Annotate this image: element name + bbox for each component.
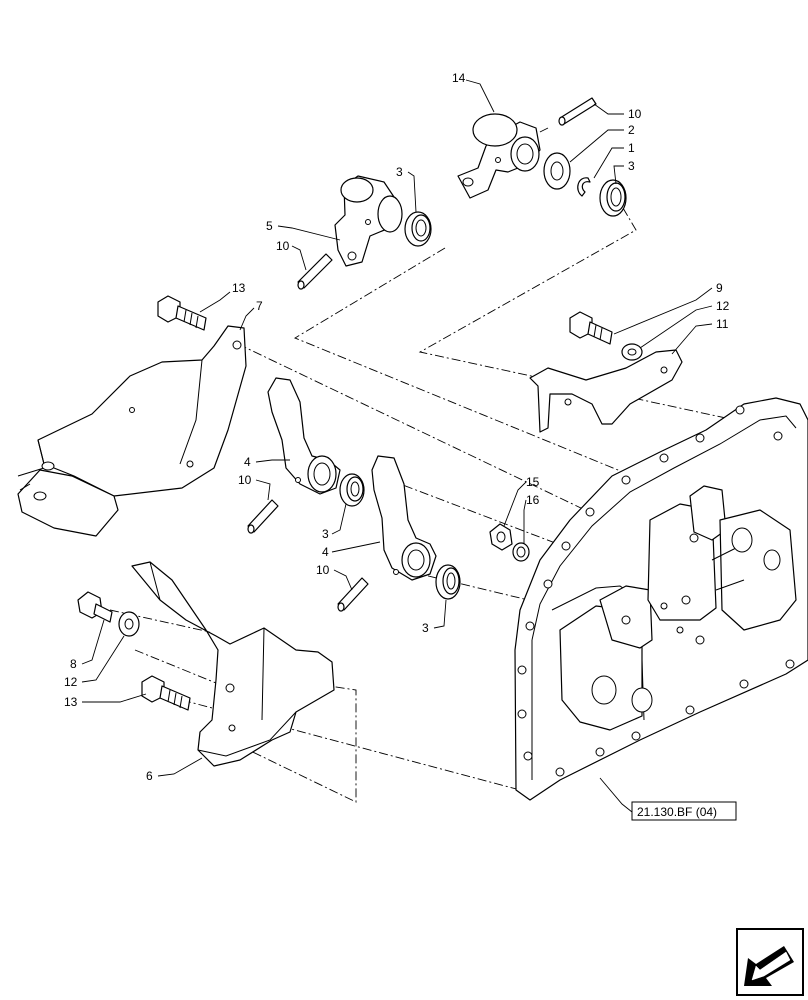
- part-1-snap-ring: [577, 177, 591, 197]
- part-9-bolt: [569, 311, 613, 345]
- callout-5: 5: [266, 219, 273, 233]
- callout-10: 10: [316, 563, 330, 577]
- callout-9: 9: [716, 281, 723, 295]
- part-6-pedal-bracket: [131, 561, 335, 767]
- callout-10: 10: [276, 239, 290, 253]
- part-4-arm-left: [267, 377, 341, 495]
- part-13-bolt-lower: [141, 675, 191, 711]
- callout-10: 10: [238, 473, 252, 487]
- reference-label: 21.130.BF (04): [637, 805, 717, 819]
- part-3-seal-middle: [339, 473, 365, 507]
- callout-3: 3: [422, 621, 429, 635]
- callout-14: 14: [452, 71, 466, 85]
- callout-7: 7: [256, 299, 263, 313]
- callout-1: 1: [628, 141, 635, 155]
- callout-4: 4: [322, 545, 329, 559]
- callout-8: 8: [70, 657, 77, 671]
- part-11-bracket: [529, 349, 683, 433]
- part-10-pin-upper: [297, 253, 333, 290]
- callout-labels: 14 10 2 1 3 3 5 10 13 7 9 12 11 4 10 3 4…: [64, 71, 730, 783]
- callout-12: 12: [64, 675, 78, 689]
- callout-3: 3: [396, 165, 403, 179]
- callout-13: 13: [232, 281, 246, 295]
- part-3-seal-upper: [404, 211, 432, 247]
- transmission-cover: [514, 397, 808, 801]
- part-10-pin-middle: [247, 499, 279, 534]
- part-4-arm-right: [371, 455, 437, 581]
- callout-10: 10: [628, 107, 642, 121]
- callout-3: 3: [628, 159, 635, 173]
- part-7-pedal-bracket: [17, 325, 247, 537]
- callout-12: 12: [716, 299, 730, 313]
- callout-15: 15: [526, 475, 540, 489]
- callout-4: 4: [244, 455, 251, 469]
- callout-3: 3: [322, 527, 329, 541]
- callout-6: 6: [146, 769, 153, 783]
- part-10-pin-lower: [337, 577, 369, 612]
- part-3-seal-top: [599, 179, 627, 217]
- part-2-washer: [543, 152, 571, 190]
- callout-2: 2: [628, 123, 635, 137]
- part-5-bracket: [334, 175, 403, 267]
- part-14-bracket: [457, 113, 541, 199]
- part-12-washer-lower: [118, 611, 140, 637]
- part-13-bolt-upper: [157, 295, 207, 331]
- reference-box[interactable]: 21.130.BF (04): [631, 801, 737, 821]
- callout-11: 11: [716, 317, 729, 331]
- part-12-washer-upper: [621, 343, 643, 361]
- callout-13: 13: [64, 695, 78, 709]
- part-15-nut: [489, 523, 513, 551]
- next-page-arrow-icon[interactable]: [736, 928, 804, 996]
- callout-16: 16: [526, 493, 540, 507]
- part-16-washer: [512, 542, 530, 562]
- leader-lines: [81, 79, 713, 813]
- part-10-pin-top: [558, 97, 597, 126]
- part-3-seal-lower: [435, 564, 461, 600]
- part-8-bolt: [77, 591, 113, 623]
